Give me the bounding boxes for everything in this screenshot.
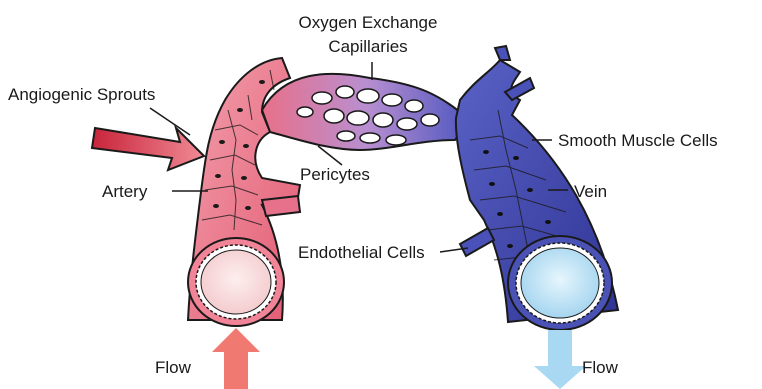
flow-in-label: Flow: [155, 358, 192, 377]
oxygen-exchange-label: Oxygen Exchange: [299, 13, 438, 32]
capillaries-label: Capillaries: [328, 37, 407, 56]
angiogenic-sprouts-label: Angiogenic Sprouts: [8, 85, 155, 104]
smooth-muscle-cells-label: Smooth Muscle Cells: [558, 131, 718, 150]
vein-label: Vein: [574, 182, 607, 201]
pericytes-label: Pericytes: [300, 165, 370, 184]
artery-label: Artery: [102, 182, 148, 201]
flow-out-arrow: [534, 330, 586, 389]
artery-side-sprout: [262, 196, 300, 216]
flow-in-arrow: [212, 328, 260, 389]
vein-side-sprout: [460, 228, 494, 256]
capillary-bed: [262, 74, 470, 150]
angiogenic-sprout: [92, 128, 204, 170]
flow-out-label: Flow: [582, 358, 619, 377]
endothelial-cells-label: Endothelial Cells: [298, 243, 425, 262]
